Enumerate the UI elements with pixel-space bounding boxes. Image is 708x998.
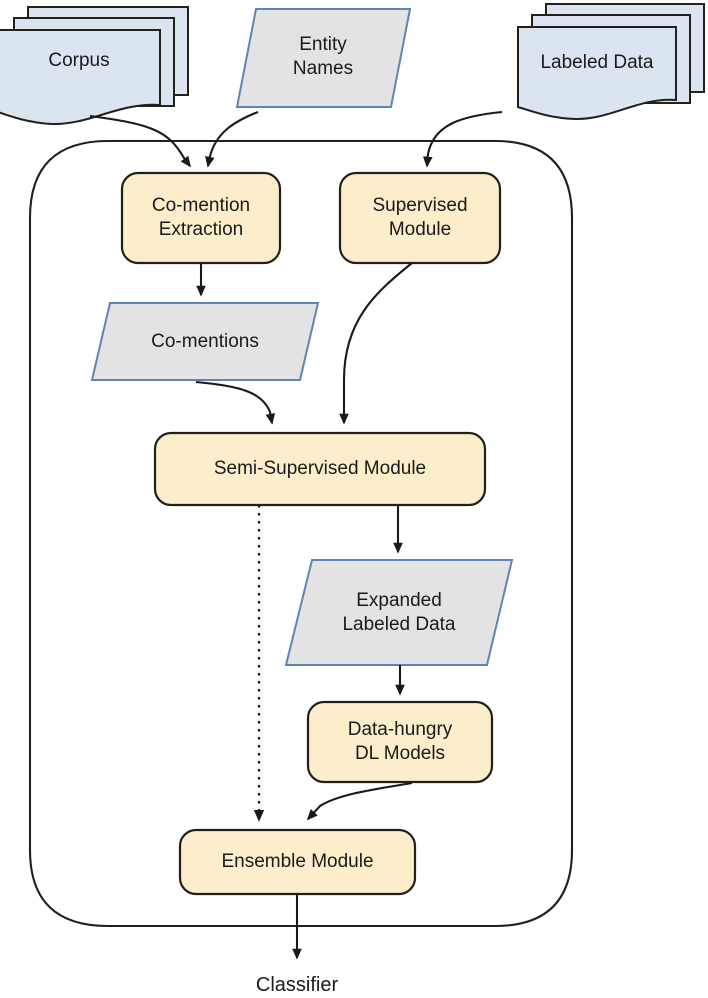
edge-dlmodels-to-ensemble [306,781,413,821]
edge-labeleddata-to-supervised [422,110,503,168]
entity-names-shape [235,8,412,108]
edge-corpus-to-comention [89,114,191,168]
supervised-module-box[interactable] [338,171,502,265]
entity-names-node[interactable] [235,8,412,108]
corpus-sheet-front [0,29,161,126]
edge-entitynames-to-comention [205,111,259,168]
classifier-label: Classifier [255,974,339,996]
corpus-node[interactable] [0,6,189,126]
edge-comentions-to-semisupervised [195,380,276,425]
labeled-data-sheet-front [517,26,677,121]
expanded-labeled-data-shape[interactable] [284,559,514,666]
semi-supervised-module-box[interactable] [153,431,487,507]
labeled-data-node[interactable] [517,3,705,121]
ensemble-module-box[interactable] [178,828,417,896]
co-mentions-shape[interactable] [90,302,320,381]
co-mention-extraction-box[interactable] [120,171,282,265]
data-hungry-dl-models-box[interactable] [306,700,494,784]
edge-supervised-to-semisupervised [339,262,413,425]
system-boundary [28,139,574,928]
